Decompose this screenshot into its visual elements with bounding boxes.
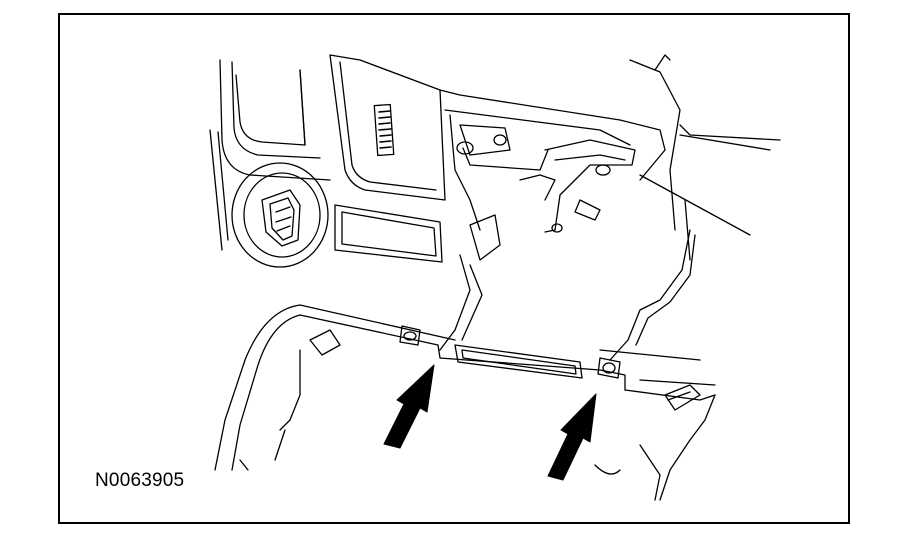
center-panel [329,54,446,201]
figure-label: N0063905 [95,470,185,491]
figure-frame [58,13,850,524]
lower-frame [214,229,716,501]
headlamp-switch [231,162,329,268]
arrow-up-right-icon [547,393,597,481]
cowl-lines [629,54,781,261]
blank-switch-plate [334,204,443,263]
arrow-up-right-icon [383,364,435,449]
retaining-clips [239,325,701,471]
glove-box-handle [454,344,583,379]
upper-dash-panel [209,59,331,251]
hinge-bracket [439,89,666,261]
